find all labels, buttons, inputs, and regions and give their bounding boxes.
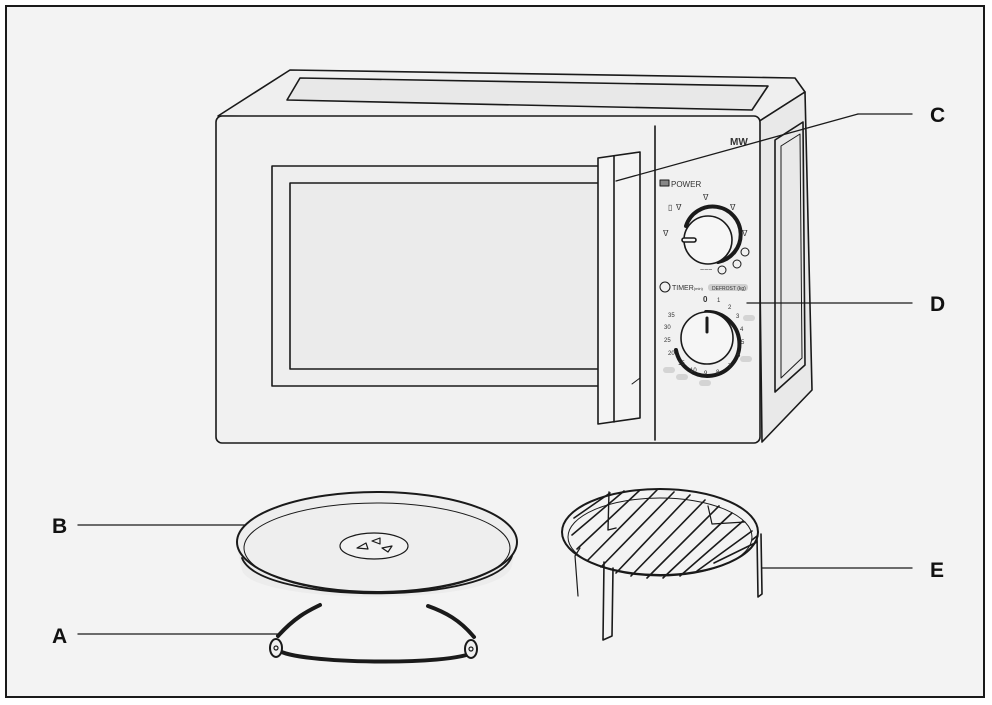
roller-wheel [270, 639, 282, 657]
svg-text:ᐁ: ᐁ [676, 203, 682, 212]
defrost-label: DEFROST (kg) [712, 286, 746, 292]
svg-text:ᐁ: ᐁ [742, 229, 748, 238]
power-icon [660, 180, 669, 186]
svg-text:ᐁ: ᐁ [730, 203, 736, 212]
callout-a: A [52, 625, 67, 648]
timer-number: 25 [664, 338, 671, 344]
grill-rack [562, 489, 762, 640]
glass-turntable [237, 492, 517, 597]
door-window-inner [290, 183, 608, 369]
timer-number: 35 [668, 313, 675, 319]
timer-number: 20 [668, 351, 675, 357]
svg-text:ᐁ: ᐁ [703, 193, 709, 202]
callout-c: C [930, 104, 945, 127]
svg-text:~~~: ~~~ [700, 267, 712, 274]
power-label: POWER [671, 180, 701, 189]
roller-wheel [465, 640, 477, 658]
roller-ring [270, 605, 477, 662]
timer-number: 30 [664, 325, 671, 331]
svg-text:ᐁ: ᐁ [663, 229, 669, 238]
callout-e: E [930, 559, 944, 582]
microwave-oven: MW POWER ▯ ᐁ ᐁ ᐁ ᐁ ᐁ ~~~ [216, 70, 812, 443]
callout-b: B [52, 515, 67, 538]
timer-number: 15 [678, 361, 685, 367]
turntable-hub [340, 533, 408, 559]
callout-d: D [930, 293, 945, 316]
timer-number: 0 [703, 295, 708, 304]
svg-text:▯: ▯ [668, 203, 672, 212]
timer-label: TIMER(min) [672, 285, 704, 292]
timer-number: 10 [690, 368, 697, 374]
